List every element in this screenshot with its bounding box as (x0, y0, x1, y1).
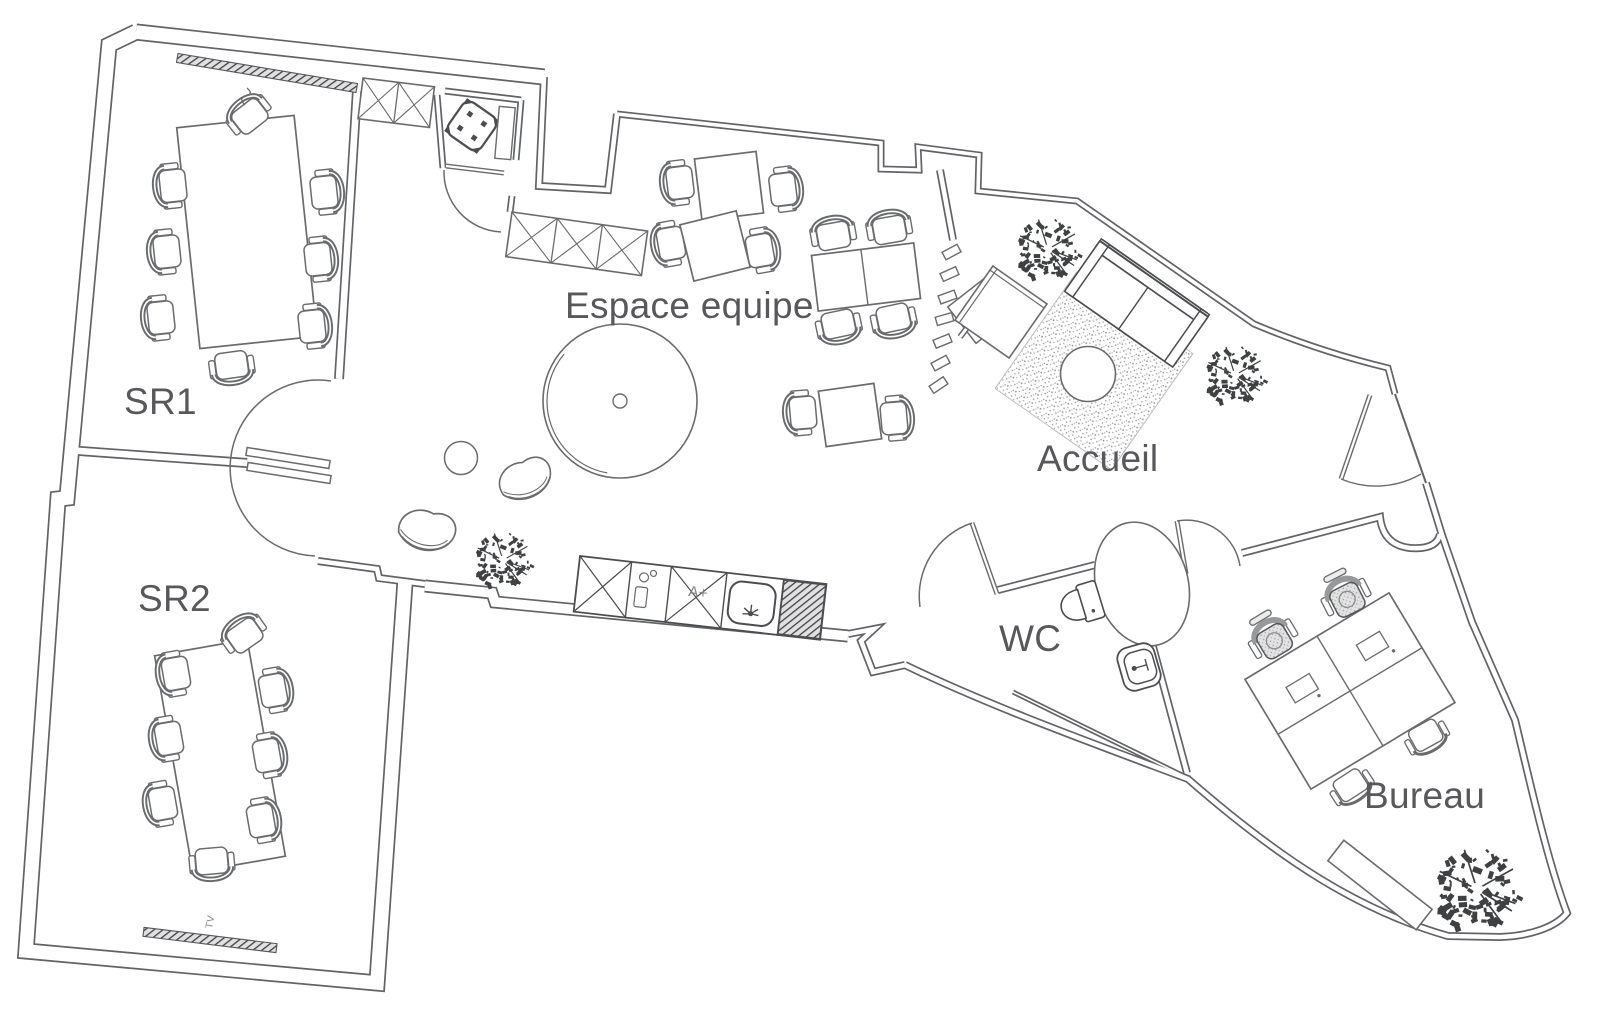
room-label-sr2: SR2 (138, 578, 211, 619)
round-table (542, 323, 698, 479)
door-lobby-double (229, 379, 332, 557)
plant-icon-4 (1436, 847, 1525, 934)
room-label-espace: Espace equipe (565, 285, 814, 326)
four-top-table (808, 208, 920, 347)
wc-oval-partition (1093, 521, 1191, 647)
plant-icon-3 (1205, 345, 1269, 407)
plant-icon-1 (475, 532, 536, 591)
appliance-label: A+ (688, 583, 709, 602)
desk-cluster (1220, 552, 1457, 813)
furniture (140, 52, 1525, 954)
sofa (1063, 237, 1211, 369)
tv-label: TV (204, 914, 217, 929)
door-vestibule (443, 163, 505, 233)
toilet (1060, 580, 1106, 623)
door-wc-corridor (918, 522, 1000, 608)
radiator (494, 105, 516, 161)
bean-pouf-2 (394, 503, 460, 558)
room-label-accueil: Accueil (1037, 438, 1158, 479)
bistro-table-1 (659, 150, 804, 222)
kitchen-counter (572, 555, 828, 641)
sr1-meeting-table (175, 114, 319, 350)
hall-closet-strip (504, 211, 649, 277)
sr1-tv-board (175, 52, 359, 106)
bistro-table-3 (783, 382, 914, 448)
sr2-tv-board (142, 926, 278, 954)
coffee-table (1059, 345, 1117, 403)
pouf-stool (443, 440, 479, 476)
room-label-wc: WC (999, 618, 1061, 659)
door-bureau (1174, 519, 1241, 575)
doors (229, 163, 1422, 608)
plant-icon-2 (1017, 218, 1084, 283)
dashed-screen (928, 243, 962, 395)
wash-basin (1116, 642, 1162, 692)
room-label-bureau: Bureau (1364, 775, 1485, 816)
sideboard (1326, 839, 1434, 931)
room-label-sr1: SR1 (124, 381, 197, 422)
entry-closet (357, 77, 436, 129)
bistro-table-2 (649, 209, 782, 283)
door-accueil-terrace (1338, 394, 1422, 487)
side-table (953, 264, 1049, 360)
bean-pouf-1 (493, 452, 558, 507)
door-mat (444, 98, 500, 154)
